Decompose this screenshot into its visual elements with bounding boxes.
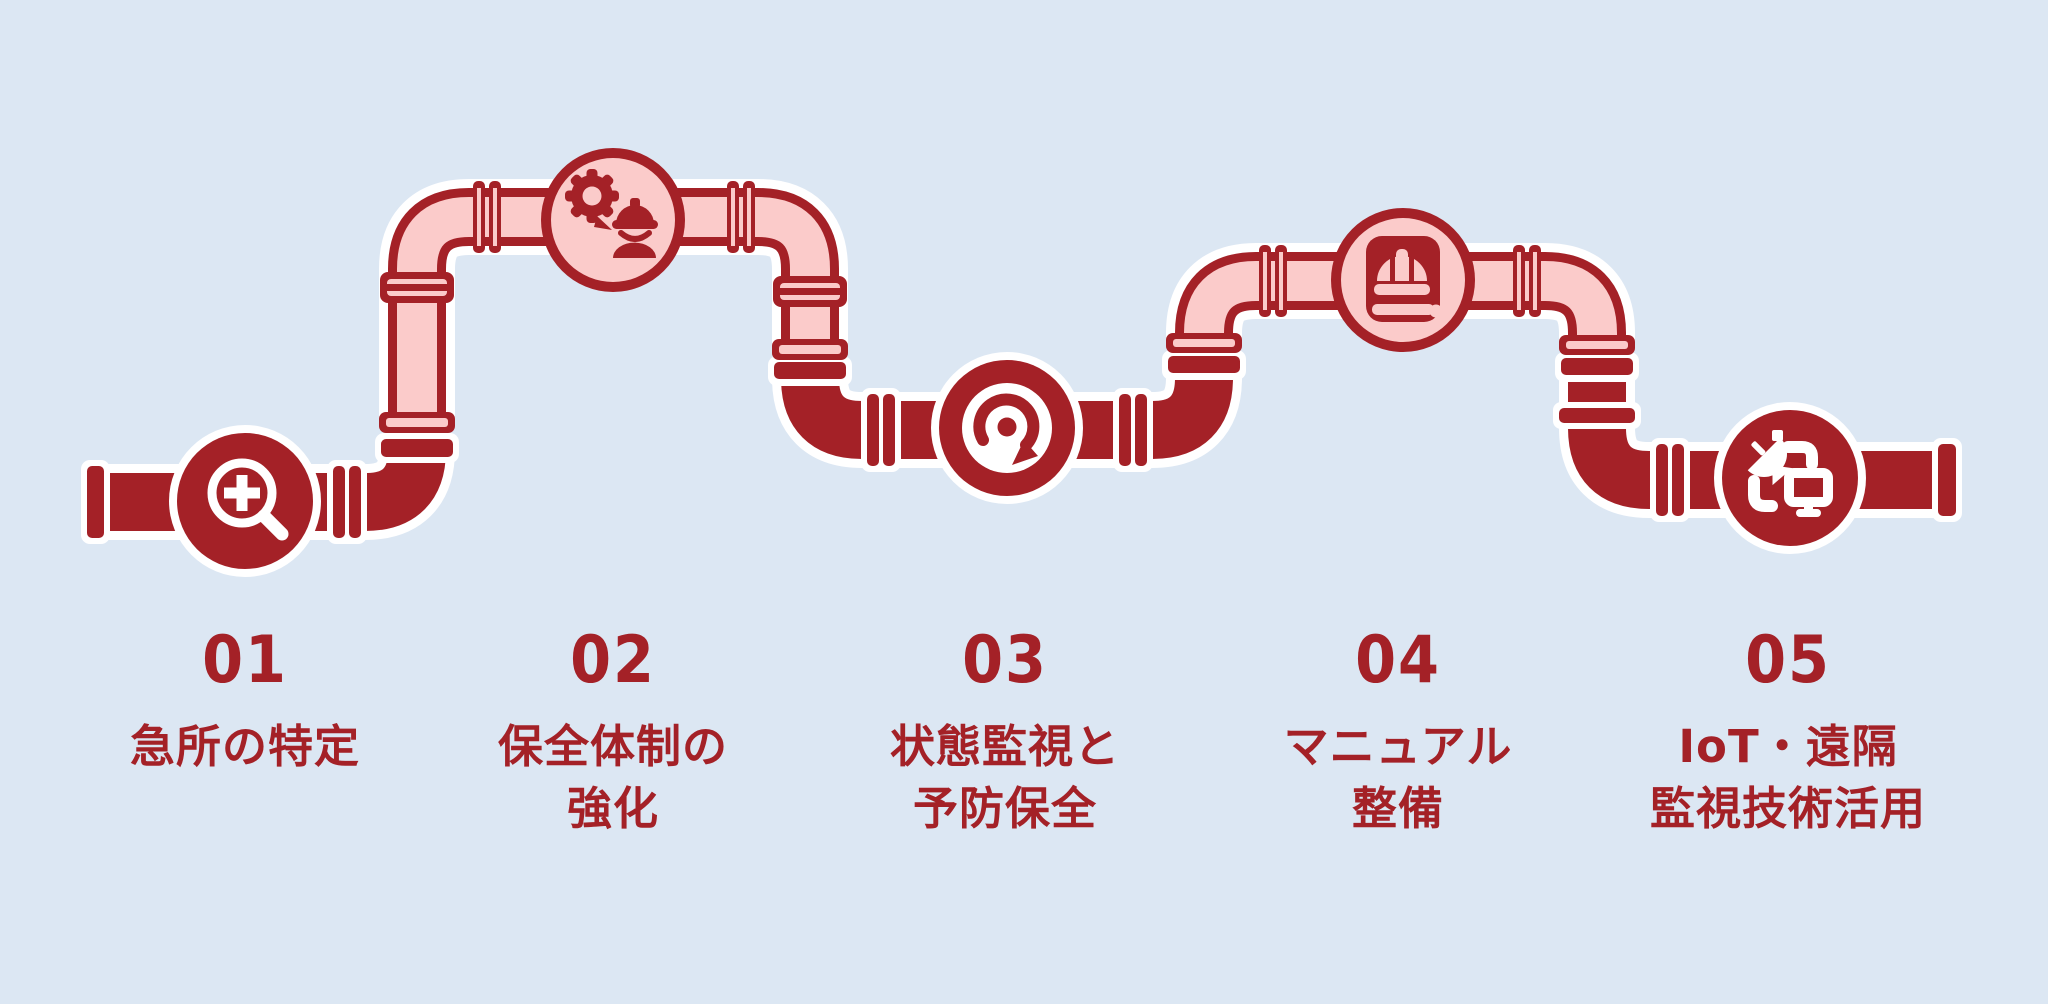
step-5-label: 05 IoT・遠隔監視技術活用 [1588, 621, 1988, 840]
step-2-number: 02 [570, 621, 656, 698]
pipe-transition-3 [1162, 333, 1246, 380]
step-4-label: 04 マニュアル整備 [1198, 621, 1598, 840]
step-5-title: IoT・遠隔監視技術活用 [1649, 720, 1926, 835]
worker-helmet-figure [612, 198, 658, 258]
pipe-segment-5 [1568, 364, 1940, 509]
pipe-transition-1 [375, 412, 459, 463]
step-2-title: 保全体制の強化 [497, 720, 728, 835]
step-1-number: 01 [202, 621, 288, 698]
pipe-end-cap-right [1932, 438, 1962, 522]
step-3-label: 03 状態監視と予防保全 [805, 621, 1205, 840]
step-3-title: 状態監視と予防保全 [889, 720, 1120, 835]
step-5-node [1714, 402, 1866, 554]
step-2-label: 02 保全体制の強化 [413, 621, 813, 840]
step-4-number: 04 [1355, 621, 1441, 698]
step-4-title: マニュアル整備 [1283, 720, 1513, 835]
step-1-title: 急所の特定 [129, 720, 360, 773]
pipe-transition-2 [768, 339, 852, 386]
step-4-node [1331, 208, 1475, 352]
magnifier-plus-icon [207, 458, 289, 541]
manual-book-icon [1366, 236, 1443, 322]
step-1-label: 01 急所の特定 [45, 621, 445, 778]
monitor-glyph [1784, 468, 1833, 517]
pipe-end-cap-left [81, 460, 110, 544]
rotation-gauge-icon [973, 393, 1040, 465]
step-3-node [931, 352, 1083, 504]
step-5-number: 05 [1745, 621, 1831, 698]
pipe-transition-4 [1555, 335, 1639, 382]
satellite-monitor-icon [1747, 430, 1833, 517]
step-2-node [541, 148, 685, 292]
step-1-node [169, 425, 321, 577]
gear-worker-icon [565, 169, 658, 258]
step-3-number: 03 [962, 621, 1048, 698]
pipe-couplings [81, 181, 1962, 544]
